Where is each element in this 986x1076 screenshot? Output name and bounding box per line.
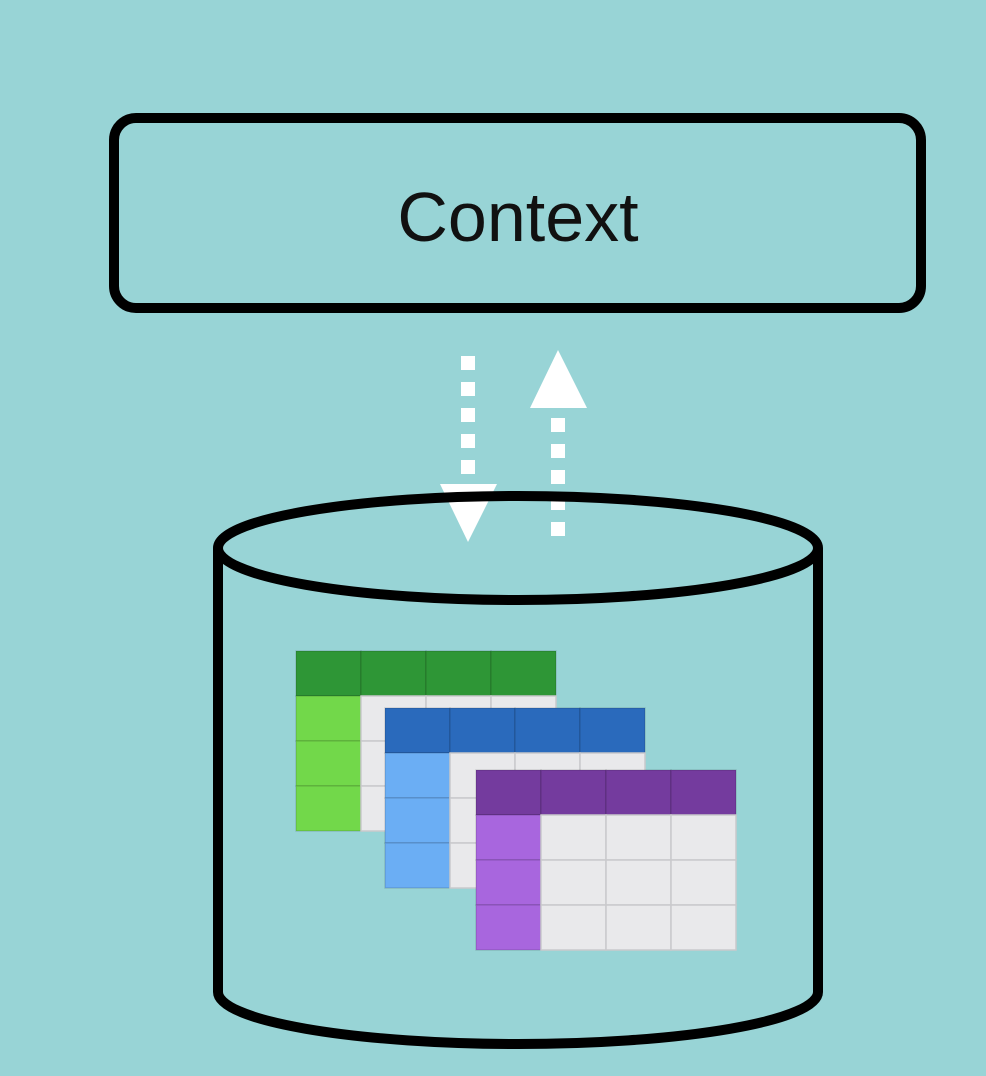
arrow-down-dash — [461, 434, 475, 448]
tables-stack — [295, 650, 737, 951]
arrow-up-head — [530, 350, 587, 408]
arrow-up-dash — [551, 444, 565, 458]
table-header-cell — [490, 650, 557, 697]
cylinder-top — [213, 491, 823, 605]
table-index-cell — [475, 814, 542, 861]
table-index-cell — [295, 740, 362, 787]
table-cell — [670, 814, 737, 861]
table-cell — [605, 814, 672, 861]
table-header-cell — [605, 769, 672, 816]
table-cell — [670, 859, 737, 906]
arrow-down-dash — [461, 408, 475, 422]
table-header-cell — [514, 707, 581, 754]
table-header-cell — [360, 650, 427, 697]
table-header-cell — [425, 650, 492, 697]
table-index-cell — [475, 859, 542, 906]
arrow-up-dash — [551, 418, 565, 432]
context-label: Context — [397, 178, 638, 256]
table-index-cell — [384, 797, 451, 844]
arrow-down-dash — [461, 460, 475, 474]
table-header-cell — [670, 769, 737, 816]
table-index-cell — [295, 695, 362, 742]
table-cell — [605, 859, 672, 906]
table-index-cell — [384, 842, 451, 889]
table-header-cell — [384, 707, 451, 754]
table-cell — [605, 904, 672, 951]
purple-table — [475, 769, 737, 951]
table-index-cell — [384, 752, 451, 799]
table-cell — [670, 904, 737, 951]
arrow-down-dash — [461, 382, 475, 396]
arrow-down-dash — [461, 356, 475, 370]
table-header-cell — [449, 707, 516, 754]
table-cell — [540, 814, 607, 861]
table-header-cell — [579, 707, 646, 754]
arrow-up-dash — [551, 522, 565, 536]
table-index-cell — [475, 904, 542, 951]
context-box: Context — [109, 113, 926, 313]
cylinder-body — [213, 548, 823, 1049]
context-box-border — [109, 113, 926, 313]
table-index-cell — [295, 785, 362, 832]
database-cylinder-icon — [213, 491, 823, 1049]
table-cell — [540, 904, 607, 951]
arrow-up-dash — [551, 470, 565, 484]
table-cell — [540, 859, 607, 906]
table-header-cell — [475, 769, 542, 816]
table-header-cell — [295, 650, 362, 697]
table-header-cell — [540, 769, 607, 816]
